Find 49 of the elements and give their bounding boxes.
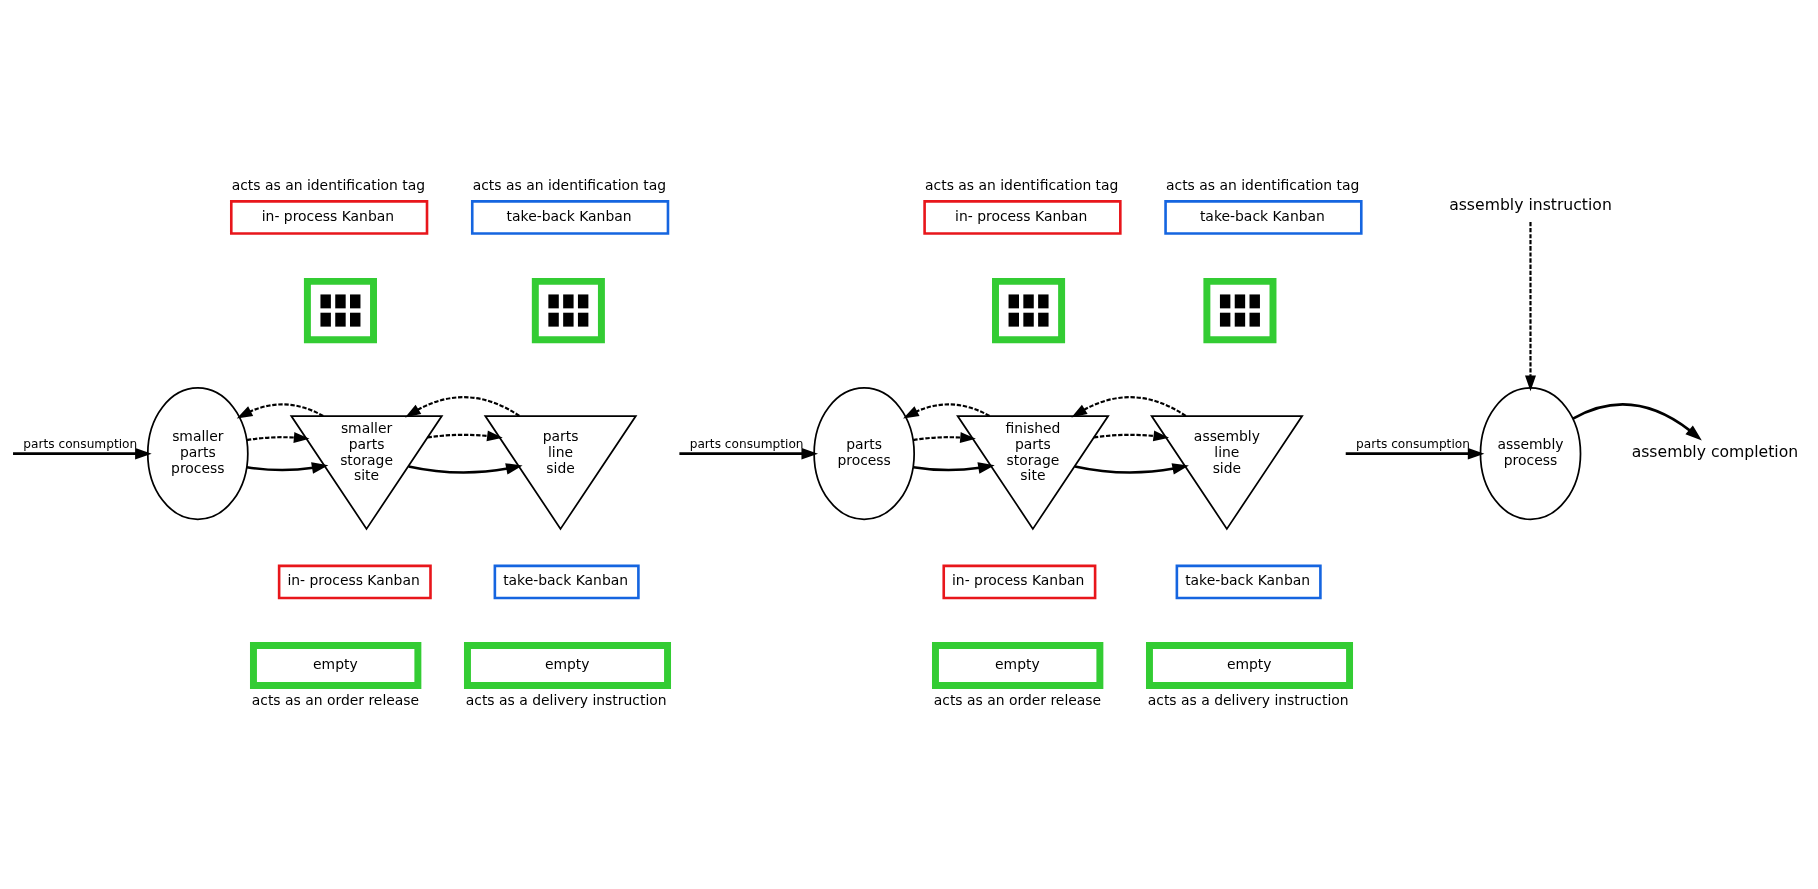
node-box: in- process Kanban [923,200,1122,235]
arrow [1093,430,1170,442]
arrow [427,430,503,442]
arrow [1345,447,1485,460]
node-label: acts as an order release [251,692,420,709]
arrow [1572,403,1702,441]
arrow [13,447,152,460]
node-box: empty [932,641,1104,689]
node-box [1203,277,1277,344]
node-label: acts as an identification tag [1166,177,1360,194]
arrow [236,403,324,419]
node-box: empty [1146,641,1354,689]
node-box: take-back Kanban [1164,200,1363,235]
arrow [913,432,976,443]
arrow [246,462,329,474]
edge-label: parts consumption [23,436,138,451]
arrow [903,403,991,419]
node-label: acts as a delivery instruction [1147,692,1349,709]
arrow [1525,222,1536,392]
node-label: acts as an order release [933,692,1102,709]
node-box: in- process Kanban [942,564,1097,600]
node-box: take-back Kanban [470,200,670,235]
node-box: take-back Kanban [1175,564,1322,600]
node-box: empty [463,641,671,689]
node-box: in- process Kanban [277,564,432,600]
arrow [246,432,310,443]
node-label: acts as an identification tag [925,177,1119,194]
edge-label: parts consumption [1356,436,1470,451]
node-box: in- process Kanban [229,200,429,235]
node-ellipse: parts process [813,387,916,521]
node-box [531,277,605,344]
arrow [408,463,523,475]
node-box [303,277,377,344]
node-text: assembly completion [1631,442,1799,462]
node-label: acts as an identification tag [231,177,426,194]
arrow [679,447,819,460]
arrow [1071,396,1187,418]
node-label: acts as a delivery instruction [465,692,667,709]
node-ellipse: assembly process [1479,387,1582,521]
edge-label: parts consumption [689,436,804,451]
node-ellipse: smaller parts process [146,387,249,521]
node-text: assembly instruction [1449,194,1612,214]
arrow [405,396,520,418]
node-box [992,277,1066,344]
arrow [1074,463,1189,475]
node-box: take-back Kanban [493,564,640,600]
node-box: empty [250,641,422,689]
node-label: acts as an identification tag [472,177,667,194]
arrow [913,462,995,474]
